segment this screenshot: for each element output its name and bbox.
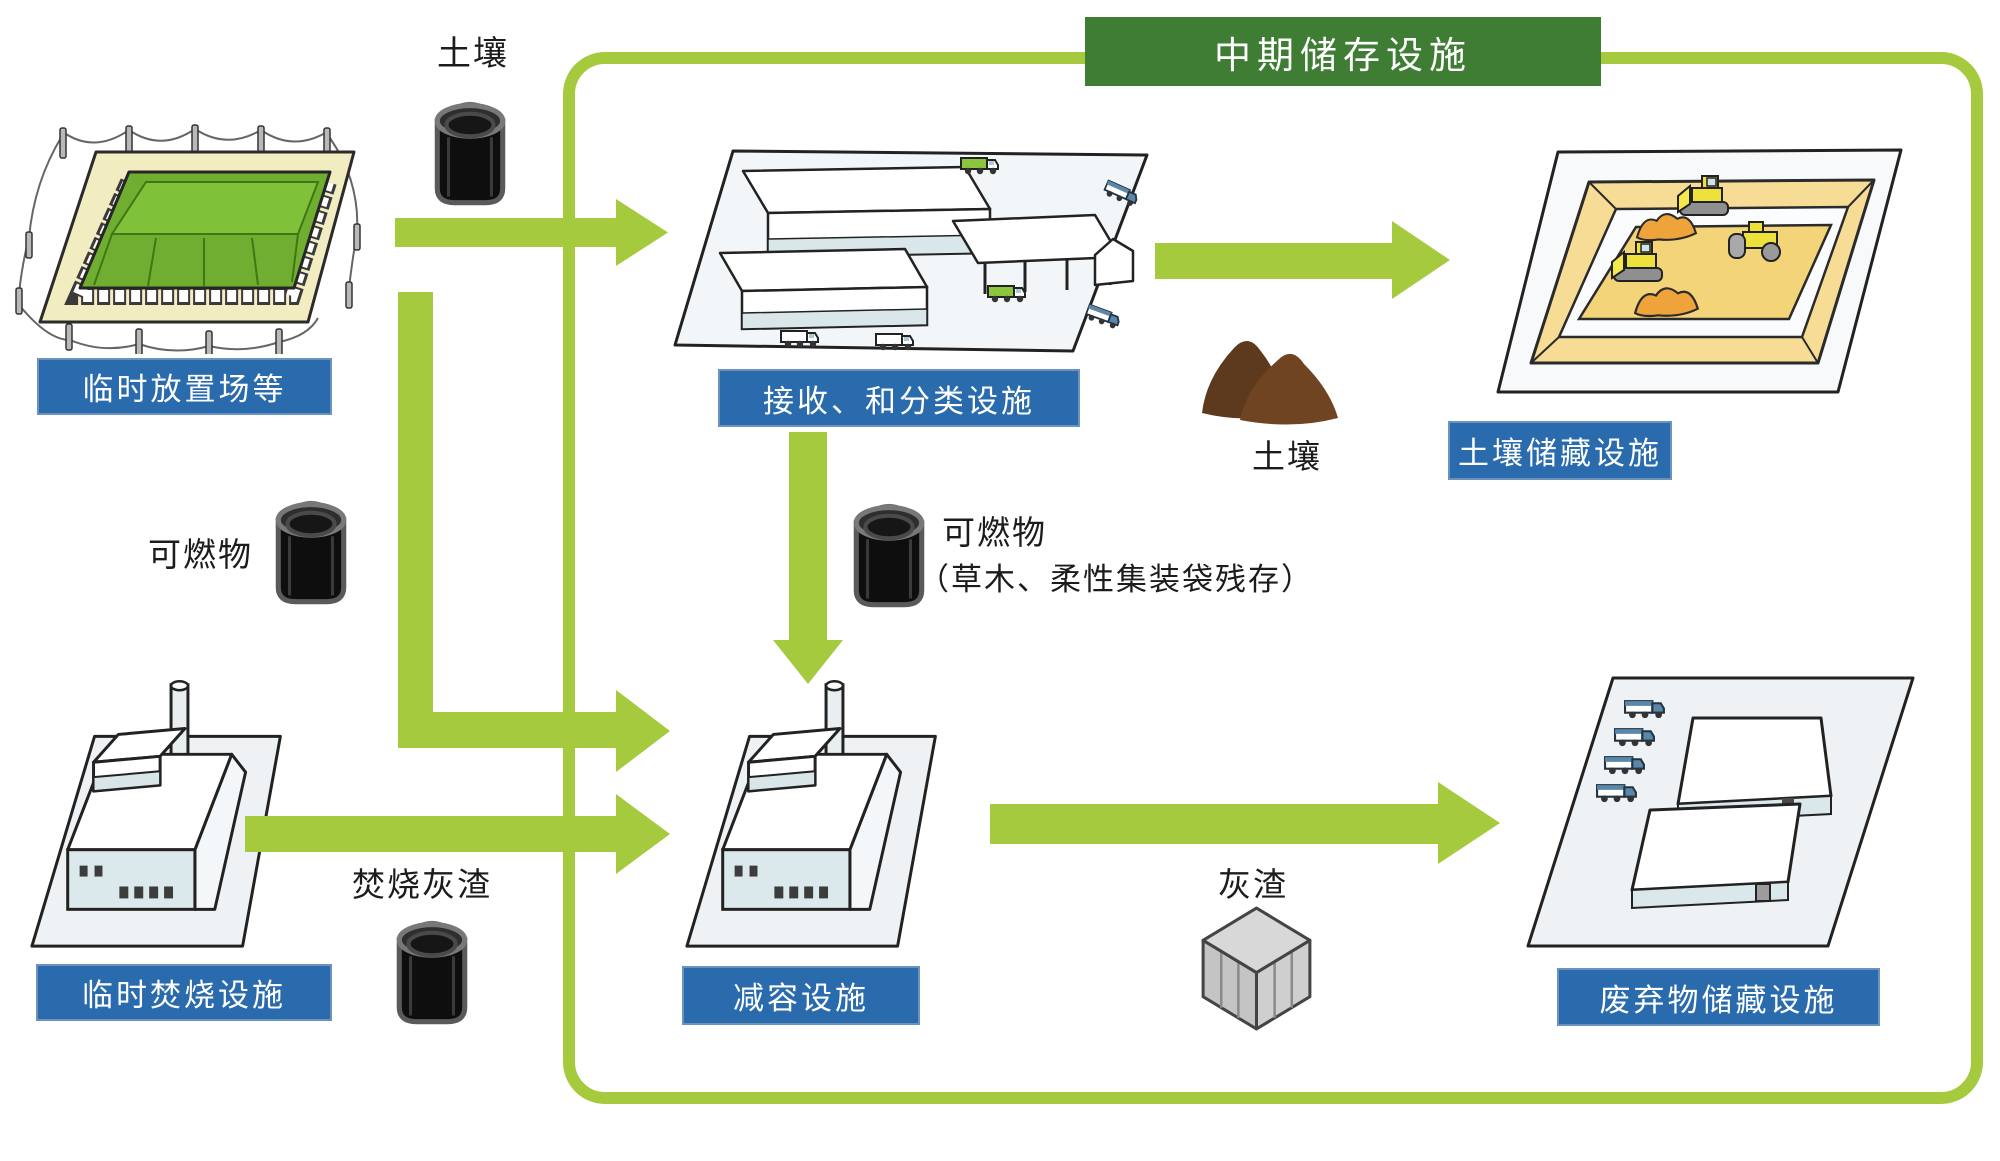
interim-storage-banner: 中期储存设施: [1085, 17, 1601, 86]
ash-container-icon: [1201, 906, 1312, 1031]
arrow-volume-reduction-to-waste-storage: [990, 782, 1500, 864]
arrow-temp-site-to-volume-reduction: [398, 292, 670, 772]
label-incineration: 临时焚烧设施: [36, 964, 332, 1021]
arrow-incineration-to-volume-reduction: [245, 794, 670, 874]
label-temp-site: 临时放置场等: [37, 358, 332, 415]
container-bag-icon: [424, 84, 516, 213]
soil-storage-illustration: [1496, 148, 1903, 394]
flow-label-ash: 灰渣: [1218, 866, 1288, 903]
temp-site-illustration: [15, 124, 361, 354]
flow-label-incineration-ash: 焚烧灰渣: [352, 866, 492, 903]
arrow-receiving-to-soil-storage: [1155, 221, 1450, 299]
arrow-temp-site-to-receiving: [395, 199, 668, 266]
canopy-shelter: [951, 213, 1122, 294]
waste-storage-illustration: [1526, 676, 1915, 948]
tent-hut: [1093, 237, 1135, 287]
flow-label-soil-top: 土壤: [437, 35, 509, 73]
label-volume-reduction: 减容设施: [682, 966, 920, 1025]
flow-label-combustible-mid: 可燃物: [942, 514, 1047, 551]
interim-storage-banner-label: 中期储存设施: [1214, 34, 1472, 76]
soil-pile-icon: [1202, 340, 1338, 425]
label-receiving: 接收、和分类设施: [718, 369, 1080, 427]
flow-label-soil-mid: 土壤: [1252, 438, 1322, 475]
flow-label-combustible-left: 可燃物: [148, 536, 253, 573]
arrow-receiving-to-volume-reduction: [773, 432, 843, 684]
container-bag-icon: [265, 483, 357, 612]
container-bag-icon: [386, 903, 478, 1032]
label-waste-storage: 废弃物储藏设施: [1557, 968, 1880, 1026]
receiving-illustration: [673, 149, 1149, 353]
road-roller: [1728, 221, 1781, 262]
flow-label-combustible-mid-note: （草木、柔性集装袋残存）: [918, 562, 1314, 597]
label-soil-storage: 土壤储藏设施: [1448, 421, 1672, 480]
